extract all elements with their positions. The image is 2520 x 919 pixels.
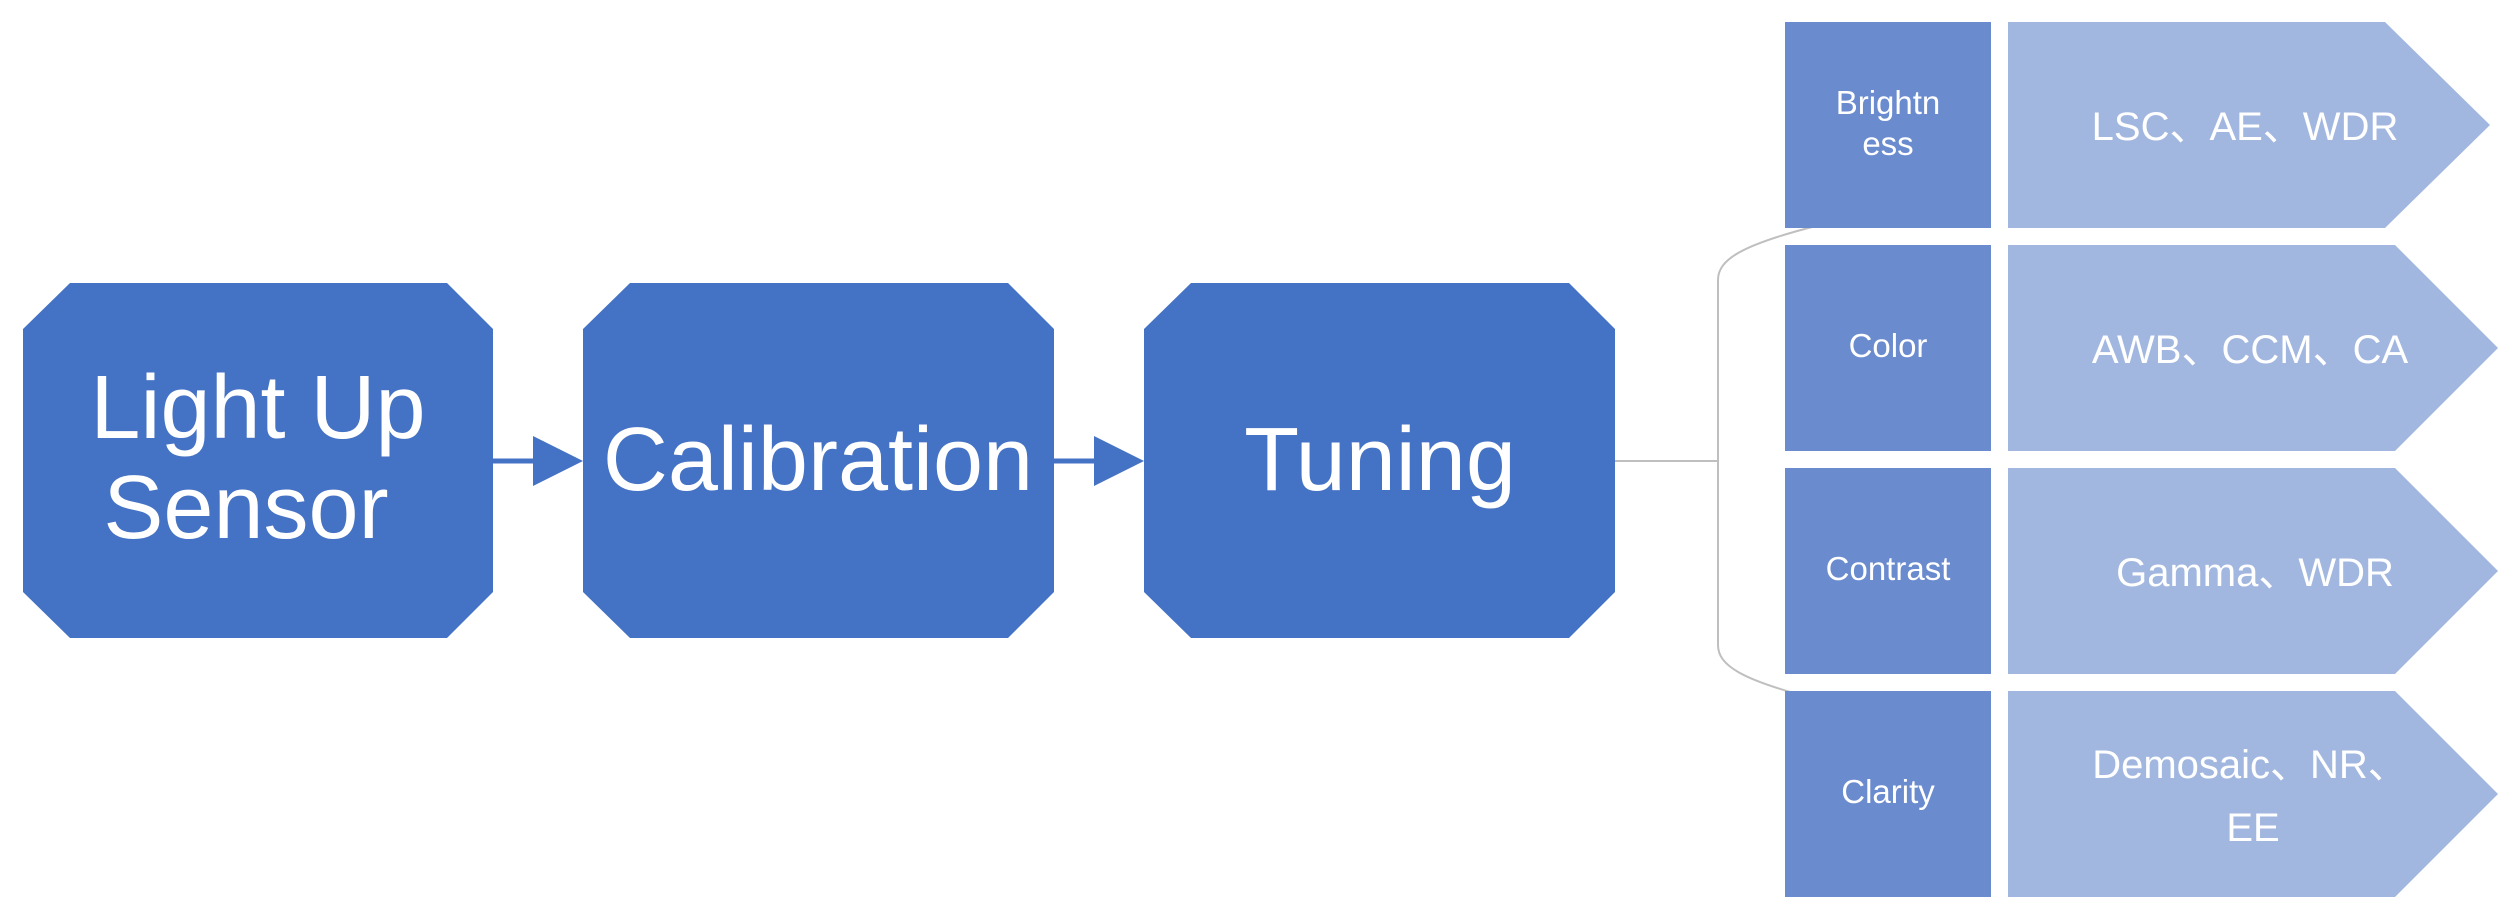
tuning-row-contrast: Contrast Gamma、WDR	[1785, 468, 2498, 674]
detail-chevron-contrast	[2008, 468, 2498, 674]
category-clarity-label: Clarity	[1841, 773, 1935, 810]
stage-light-up-sensor: Light Up Sensor	[23, 283, 493, 638]
detail-chevron-clarity	[2008, 691, 2498, 897]
stage-calibration-shape	[583, 283, 1054, 638]
detail-clarity-label-line2: EE	[2226, 806, 2279, 850]
stage-light-up-sensor-label-line1: Light Up	[90, 358, 425, 458]
category-color-label: Color	[1849, 327, 1928, 364]
stage-light-up-sensor-label-line2: Sensor	[103, 458, 388, 558]
tuning-row-brightness: Brightn ess LSC、AE、WDR	[1785, 22, 2490, 228]
category-brightness-label-line2: ess	[1862, 125, 1913, 162]
stage-calibration-label: Calibration	[603, 410, 1033, 510]
tuning-breakdown-bracket	[1615, 224, 1821, 701]
detail-contrast-label: Gamma、WDR	[2116, 551, 2394, 595]
detail-chevron-brightness	[2008, 22, 2490, 228]
stage-tuning-label: Tuning	[1244, 410, 1516, 510]
detail-clarity-label-line1: Demosaic、NR、	[2092, 743, 2408, 787]
stage-light-up-sensor-shape	[23, 283, 493, 638]
detail-color-label: AWB、CCM、CA	[2092, 328, 2409, 372]
stage-tuning: Tuning	[1144, 283, 1615, 638]
bracket-curve	[1717, 224, 1821, 701]
category-box-contrast	[1785, 468, 1991, 674]
category-box-brightness	[1785, 22, 1991, 228]
tuning-row-clarity: Clarity Demosaic、NR、 EE	[1785, 691, 2498, 897]
category-contrast-label: Contrast	[1826, 550, 1951, 587]
tuning-row-color: Color AWB、CCM、CA	[1785, 245, 2498, 451]
stage-tuning-shape	[1144, 283, 1615, 638]
stage-calibration: Calibration	[583, 283, 1054, 638]
detail-chevron-color	[2008, 245, 2498, 451]
category-brightness-label-line1: Brightn	[1836, 84, 1941, 121]
category-box-color	[1785, 245, 1991, 451]
detail-brightness-label: LSC、AE、WDR	[2092, 105, 2399, 149]
category-box-clarity	[1785, 691, 1991, 897]
